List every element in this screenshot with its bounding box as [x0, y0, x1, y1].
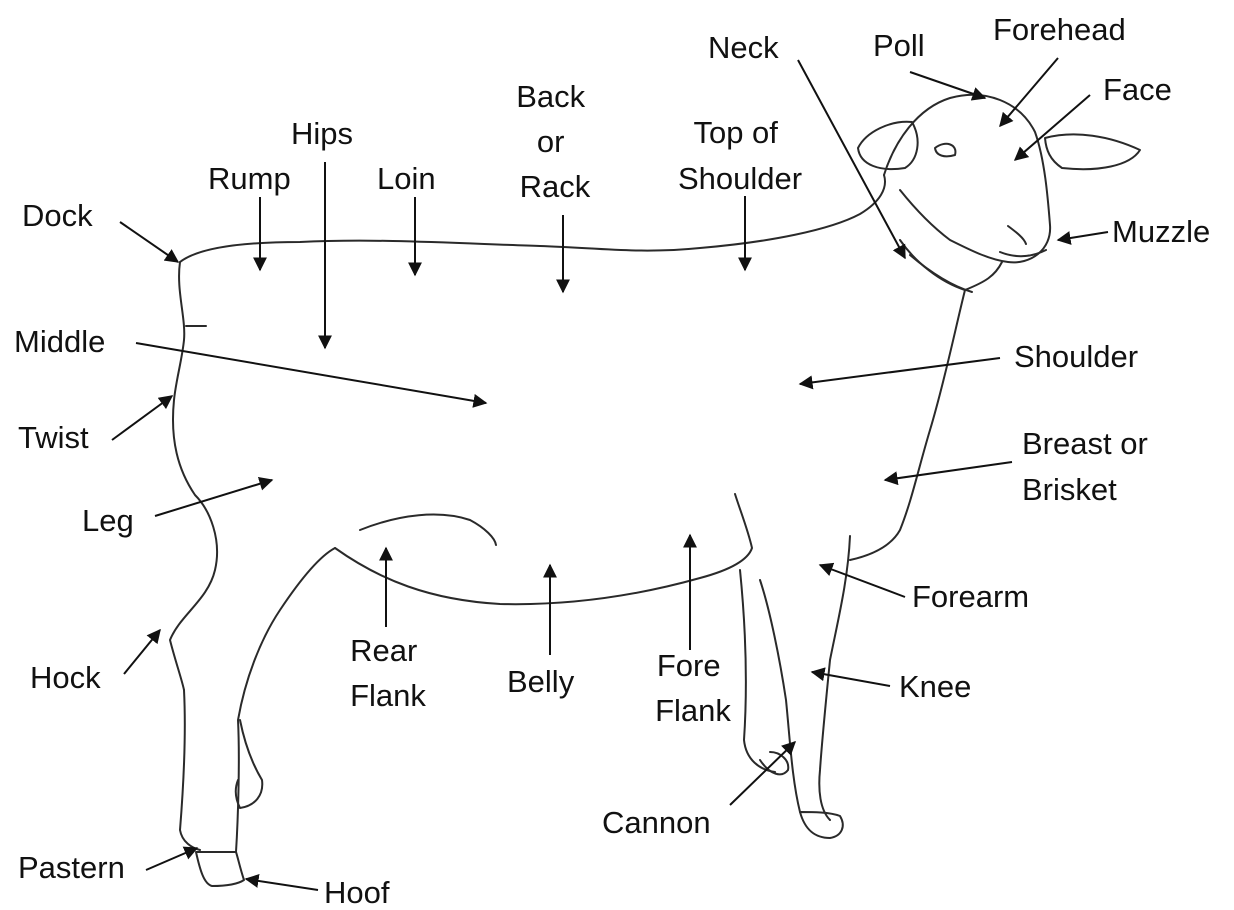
label-twist: Twist [18, 420, 89, 455]
label-fore-flank: Fore Flank [655, 648, 731, 728]
label-muzzle: Muzzle [1112, 214, 1210, 249]
chest-outline [850, 290, 965, 560]
fore-hoof [800, 812, 843, 838]
label-middle: Middle [14, 324, 105, 359]
label-forearm: Forearm [912, 579, 1029, 614]
label-hips: Hips [291, 116, 353, 151]
right-ear [1045, 134, 1140, 169]
hind-leg-front [236, 548, 335, 852]
sheep-outline [170, 95, 1140, 886]
label-top-of-shoulder: Top of Shoulder [678, 115, 802, 196]
eye [935, 144, 955, 157]
label-belly: Belly [507, 664, 575, 699]
label-back-or-rack: Back or Rack [516, 79, 594, 204]
foreleg-back [760, 580, 800, 812]
label-face: Face [1103, 72, 1172, 107]
foreleg2-back [740, 570, 775, 772]
label-forehead: Forehead [993, 12, 1126, 47]
label-breast-or-brisket: Breast or Brisket [1022, 426, 1156, 507]
label-hock: Hock [30, 660, 101, 695]
label-cannon: Cannon [602, 805, 711, 840]
label-poll: Poll [873, 28, 925, 63]
label-hoof: Hoof [324, 875, 390, 910]
label-neck: Neck [708, 30, 779, 65]
head-outline [884, 95, 1050, 263]
label-pastern: Pastern [18, 850, 125, 885]
rear-flank-curve [360, 515, 496, 545]
label-rear-flank: Rear Flank [350, 633, 426, 713]
label-knee: Knee [899, 669, 971, 704]
hind-hoof [196, 852, 244, 886]
hind-leg-back [180, 690, 200, 850]
label-dock: Dock [22, 198, 93, 233]
label-leg: Leg [82, 503, 134, 538]
neck-fold [910, 255, 972, 292]
mouth [1000, 250, 1046, 256]
nostril [1008, 226, 1026, 244]
label-loin: Loin [377, 161, 436, 196]
label-rump: Rump [208, 161, 291, 196]
label-shoulder: Shoulder [1014, 339, 1138, 374]
